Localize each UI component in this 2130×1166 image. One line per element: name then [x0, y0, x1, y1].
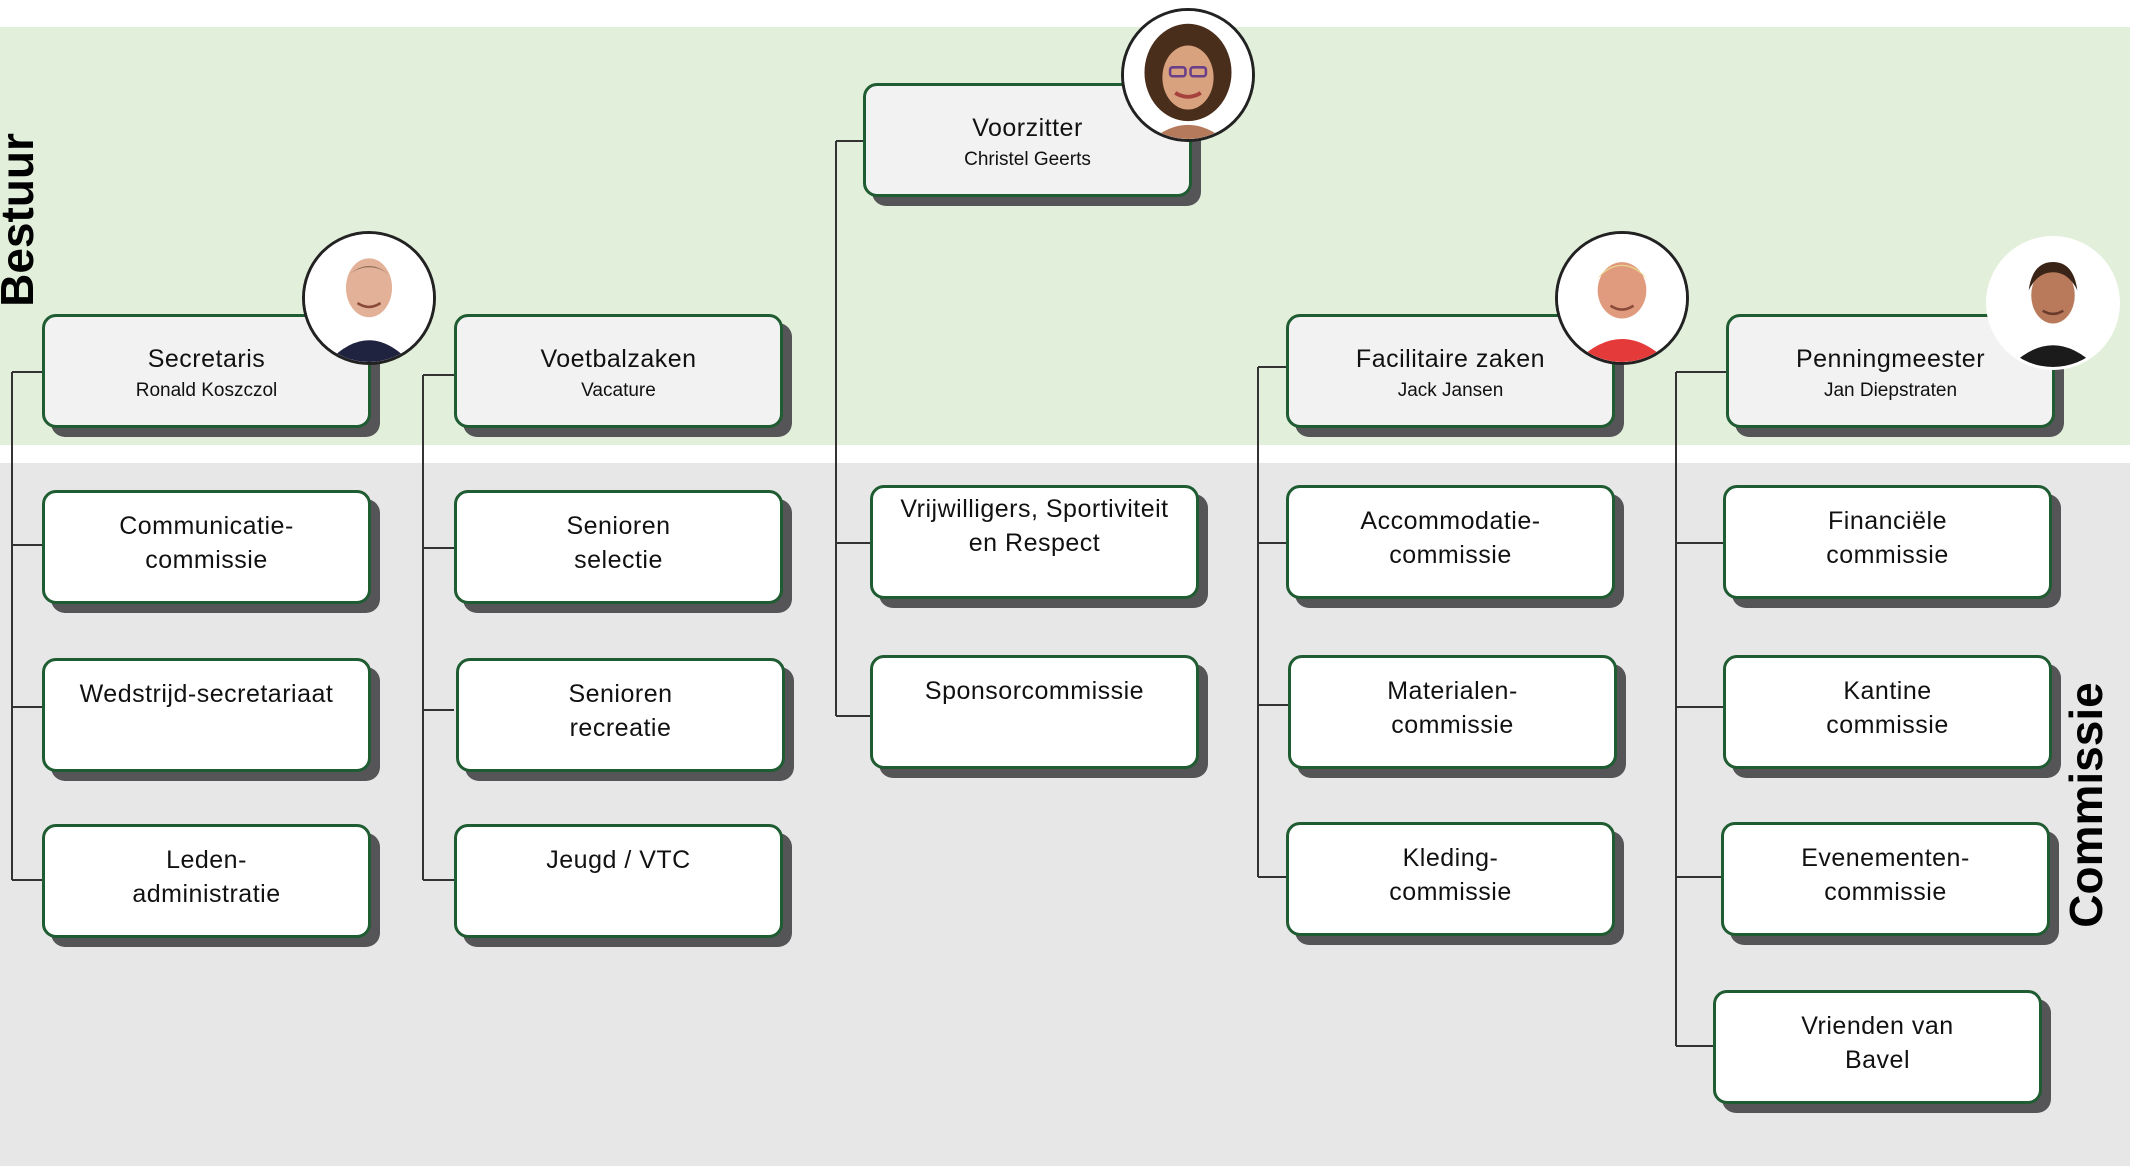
person-photo-icon	[1558, 234, 1686, 362]
commission-label: Communicatie- commissie	[119, 512, 294, 574]
penningmeester-avatar	[1986, 236, 2120, 370]
commission-box: Jeugd / VTC	[454, 824, 783, 938]
commission-label: Senioren selectie	[566, 512, 671, 574]
officer-role: Voetbalzaken	[540, 345, 697, 373]
commission-label: Evenementen- commissie	[1801, 844, 1970, 906]
commission-box: Vrijwilligers, Sportiviteit en Respect	[870, 485, 1199, 599]
facilitaire-zaken-avatar	[1555, 231, 1689, 365]
officer-role: Voorzitter	[972, 114, 1083, 142]
commission-box: Sponsorcommissie	[870, 655, 1199, 769]
officer-role: Facilitaire zaken	[1355, 345, 1546, 373]
person-photo-icon	[1124, 11, 1252, 139]
commission-label: Kleding- commissie	[1389, 844, 1512, 906]
commission-label: Leden- administratie	[132, 846, 281, 908]
commission-label: Wedstrijd-secretariaat	[79, 680, 334, 708]
officer-person: Jan Diepstraten	[1823, 380, 1958, 401]
officer-person: Jack Jansen	[1397, 380, 1504, 401]
commission-box: Leden- administratie	[42, 824, 371, 938]
commission-label: Sponsorcommissie	[924, 677, 1145, 705]
officer-person: Ronald Koszczol	[135, 380, 278, 401]
officer-voetbalzaken: Voetbalzaken Vacature	[454, 314, 783, 428]
officer-person: Vacature	[581, 380, 656, 401]
officer-facilitaire-zaken: Facilitaire zaken Jack Jansen	[1286, 314, 1615, 428]
person-photo-icon	[305, 234, 433, 362]
commission-label: Materialen- commissie	[1387, 677, 1518, 739]
commission-label: Vrijwilligers, Sportiviteit en Respect	[900, 495, 1169, 557]
commission-box: Evenementen- commissie	[1721, 822, 2050, 936]
commission-box: Wedstrijd-secretariaat	[42, 658, 371, 772]
commission-label: Accommodatie- commissie	[1360, 507, 1541, 569]
commission-label: Financiële commissie	[1826, 507, 1949, 569]
voorzitter-avatar	[1121, 8, 1255, 142]
commission-box: Communicatie- commissie	[42, 490, 371, 604]
commission-box: Kleding- commissie	[1286, 822, 1615, 936]
commission-box: Senioren recreatie	[456, 658, 785, 772]
commission-label: Senioren recreatie	[568, 680, 673, 742]
officer-role: Secretaris	[147, 345, 266, 373]
commission-label: Vrienden van Bavel	[1801, 1012, 1954, 1074]
commission-box: Vrienden van Bavel	[1713, 990, 2042, 1104]
officer-person: Christel Geerts	[964, 149, 1091, 170]
officer-role: Penningmeester	[1795, 345, 1986, 373]
commission-box: Accommodatie- commissie	[1286, 485, 1615, 599]
commission-box: Kantine commissie	[1723, 655, 2052, 769]
commission-label: Kantine commissie	[1826, 677, 1949, 739]
person-photo-icon	[1989, 239, 2117, 367]
secretaris-avatar	[302, 231, 436, 365]
commission-box: Materialen- commissie	[1288, 655, 1617, 769]
commission-box: Senioren selectie	[454, 490, 783, 604]
commission-label: Jeugd / VTC	[546, 846, 691, 874]
commission-box: Financiële commissie	[1723, 485, 2052, 599]
